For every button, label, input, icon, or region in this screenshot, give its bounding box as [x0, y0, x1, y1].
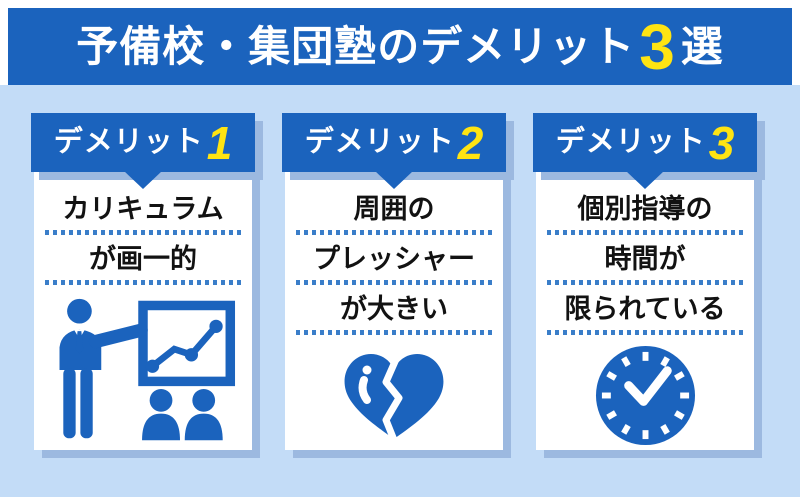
- text-line: 限られている: [547, 290, 743, 335]
- dotted-underline: [547, 230, 743, 235]
- text-line: カリキュラム: [45, 190, 241, 235]
- broken-heart-icon: [344, 353, 444, 442]
- card-2-line-2: プレッシャー: [313, 244, 475, 274]
- card-1-header-label: デメリット: [53, 126, 204, 158]
- clock-icon: [595, 345, 695, 445]
- card-3-line-1: 個別指導の: [577, 194, 713, 224]
- card-1-line-2: が画一的: [89, 244, 197, 274]
- banner-title-prefix: 予備校・集団塾のデメリット: [76, 22, 636, 70]
- card-1-header-number: 1: [206, 116, 233, 169]
- dotted-underline: [547, 280, 743, 285]
- card-demerit-1: デメリット 1 カリキュラム が画一的: [31, 113, 255, 450]
- card-2-header: デメリット 2: [282, 113, 506, 189]
- card-3-line-3: 限られている: [564, 294, 726, 324]
- card-demerit-3: デメリット 3 個別指導の 時間が 限られている: [533, 113, 757, 450]
- card-2-header-label: デメリット: [304, 126, 455, 158]
- text-line: が画一的: [45, 240, 241, 285]
- card-3-header-label: デメリット: [555, 126, 706, 158]
- content-panel: デメリット 1 カリキュラム が画一的: [0, 85, 800, 497]
- header-banner: 予備校・集団塾のデメリット 3 選: [8, 8, 792, 85]
- presentation-icon: [59, 298, 236, 441]
- card-2-header-number: 2: [457, 116, 484, 169]
- text-line: 個別指導の: [547, 190, 743, 235]
- card-1-body: カリキュラム が画一的: [34, 172, 252, 450]
- text-line: 周囲の: [296, 190, 492, 235]
- card-2-line-1: 周囲の: [353, 194, 435, 224]
- card-3-body: 個別指導の 時間が 限られている: [536, 172, 754, 450]
- card-1-icon-area: [34, 290, 252, 450]
- dotted-underline: [296, 330, 492, 335]
- card-3-line-2: 時間が: [604, 244, 686, 274]
- card-2-line-3: が大きい: [340, 294, 448, 324]
- card-2-body: 周囲の プレッシャー が大きい: [285, 172, 503, 450]
- card-2-pointer-triangle: [375, 171, 413, 189]
- dotted-underline: [296, 280, 492, 285]
- card-demerit-2: デメリット 2 周囲の プレッシャー が大きい: [282, 113, 506, 450]
- card-1-header: デメリット 1: [31, 113, 255, 189]
- card-3-header: デメリット 3: [533, 113, 757, 189]
- dotted-underline: [296, 230, 492, 235]
- card-3-pointer-triangle: [626, 171, 664, 189]
- dotted-underline: [547, 330, 743, 335]
- dotted-underline: [45, 280, 241, 285]
- card-row: デメリット 1 カリキュラム が画一的: [31, 113, 757, 450]
- card-3-header-number: 3: [708, 116, 735, 169]
- card-1-pointer-triangle: [124, 171, 162, 189]
- text-line: プレッシャー: [296, 240, 492, 285]
- card-3-icon-area: [536, 340, 754, 450]
- card-2-icon-area: [285, 340, 503, 450]
- text-line: が大きい: [296, 290, 492, 335]
- banner-title-suffix: 選: [680, 22, 724, 70]
- banner-title-number: 3: [639, 10, 675, 83]
- card-1-line-1: カリキュラム: [62, 194, 224, 224]
- text-line: 時間が: [547, 240, 743, 285]
- dotted-underline: [45, 230, 241, 235]
